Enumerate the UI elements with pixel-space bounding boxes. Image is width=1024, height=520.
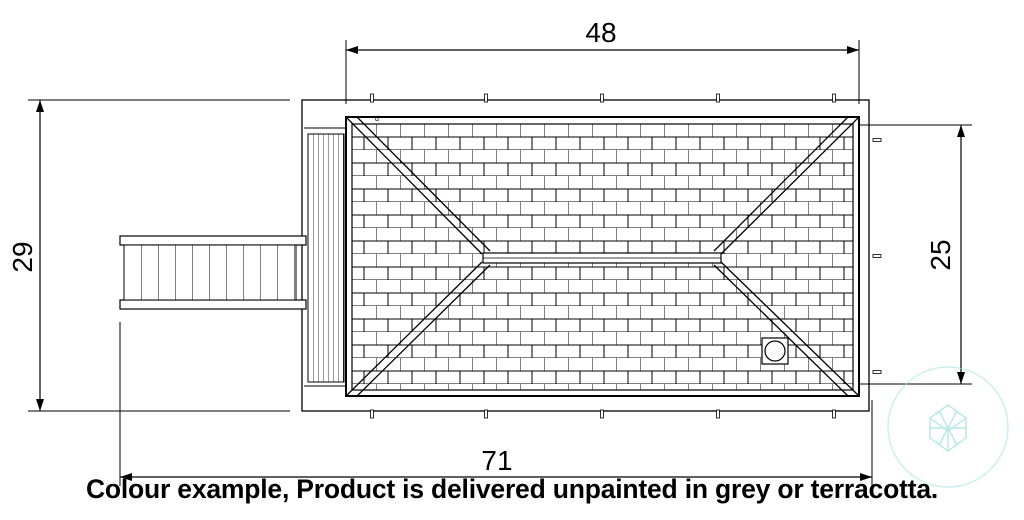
bolt <box>600 409 604 419</box>
dimension-right <box>859 124 972 385</box>
dimension-label-right: 25 <box>925 239 956 270</box>
caption-text: Colour example, Product is delivered unp… <box>85 474 939 504</box>
bolt <box>872 370 882 374</box>
svg-text:d: d <box>375 116 379 123</box>
bolt <box>716 409 720 419</box>
bolt <box>484 409 488 419</box>
bolt-row-bottom <box>370 409 836 419</box>
dimension-label-top: 48 <box>585 17 616 48</box>
stairs <box>119 235 307 310</box>
bolt <box>832 93 836 103</box>
dimension-bottom <box>119 322 873 486</box>
bolt <box>716 93 720 103</box>
bolt <box>872 138 882 142</box>
dimension-label-bottom: 71 <box>481 445 512 476</box>
roof: d <box>345 116 860 397</box>
bolt <box>484 93 488 103</box>
bolt-row-top <box>370 93 836 103</box>
bolt <box>832 409 836 419</box>
bolt-row-right <box>872 138 882 374</box>
dimension-left <box>28 99 290 412</box>
decking <box>307 133 345 383</box>
dimension-top <box>345 40 860 104</box>
watermark-logo-icon <box>887 366 1009 488</box>
bolt <box>370 409 374 419</box>
bolt <box>600 93 604 103</box>
dimension-label-left: 29 <box>7 241 38 272</box>
bolt <box>872 254 882 258</box>
bolt <box>370 93 374 103</box>
